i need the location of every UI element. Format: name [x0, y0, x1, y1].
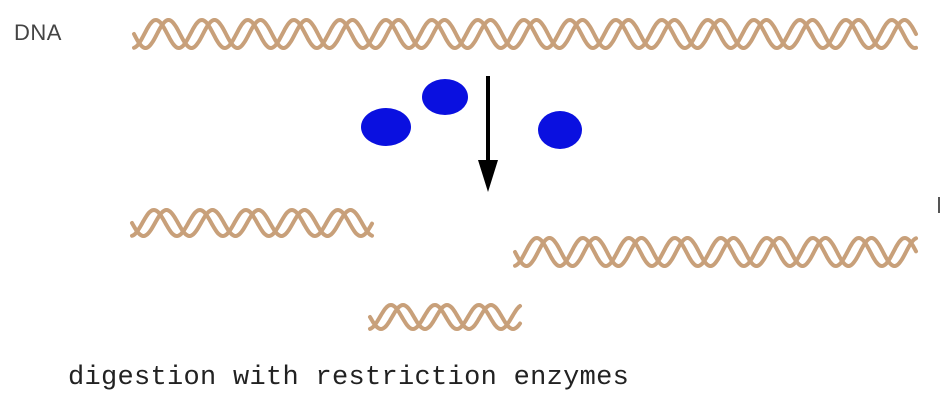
- dna-helix-full: [134, 20, 916, 48]
- down-arrow-icon: [478, 76, 498, 192]
- enzyme-icon: [538, 111, 582, 149]
- dna-strand: [132, 210, 372, 236]
- dna-fragment-right: [515, 238, 916, 266]
- edge-mark: [938, 197, 944, 213]
- dna-fragment-small: [370, 305, 520, 329]
- caption: digestion with restriction enzymes: [68, 363, 629, 393]
- dna-fragment-left: [132, 210, 372, 236]
- enzyme-icon: [361, 108, 411, 146]
- enzyme-icon: [422, 79, 468, 115]
